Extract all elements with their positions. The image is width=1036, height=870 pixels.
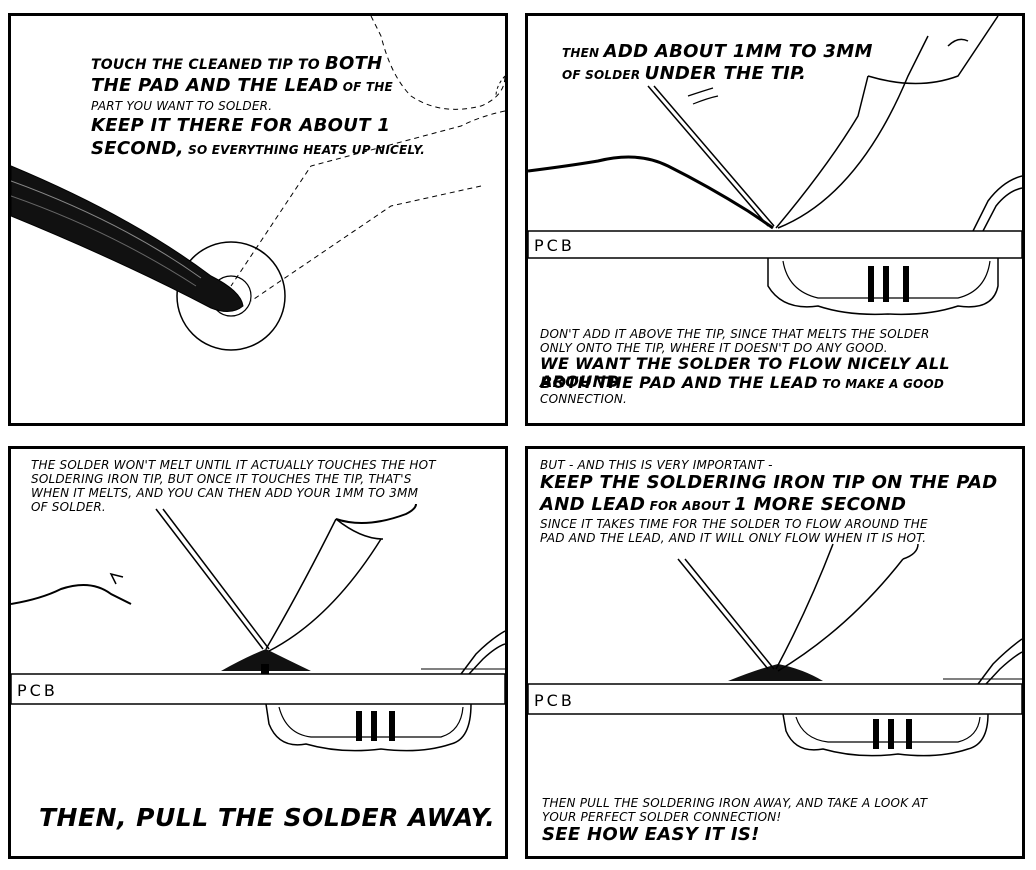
comic-panel-4: But - and this is very important - Keep … [525,446,1025,859]
pcb-label: PCB [534,691,575,710]
comic-panel-3: The solder won't melt until it actually … [8,446,508,859]
comic-panel-1: Touch the cleaned tip to both the pad an… [8,13,508,426]
p4-text-4: since it takes time for the solder to fl… [540,517,928,531]
p3-text-4: of solder. [31,500,106,514]
p1-text-5b: so everything heats up nicely. [183,143,426,157]
p2-body-5: connection. [540,392,628,406]
comic-panel-2: then add about 1mm to 3mm of solder unde… [525,13,1025,426]
p1-text-1a: Touch the cleaned tip to [91,57,325,73]
p4-body-1: Then pull the soldering iron away, and t… [542,796,928,810]
p3-bottom-text: Then, pull the solder away. [39,803,496,832]
p2-body-4b: to make a good [817,377,945,391]
p3-text-1: The solder won't melt until it actually … [31,458,436,472]
pcb-label: PCB [534,236,575,255]
p2-body-1: Don't add it above the tip, since that m… [540,327,930,341]
p1-text-1b: both [324,53,383,74]
p4-body-3: See how easy it is! [542,824,760,845]
p2-text-2a: of solder [562,68,645,82]
p1-text-4: Keep it there for about 1 [91,115,391,136]
p3-text-3: when it melts, and you can then add your… [31,486,419,500]
p4-text-3b: for about [645,499,735,513]
p4-text-3a: and lead [540,494,646,515]
p1-text-3: part you want to solder. [91,99,273,113]
p3-text-2: soldering iron tip, but once it touches … [31,472,412,486]
panel-3-illustration [11,503,505,752]
p2-text-1a: then [562,46,604,60]
pcb-label: PCB [17,681,58,700]
p1-text-2b: of the [338,80,393,94]
p2-body-4a: both the pad and the lead [540,373,818,392]
p2-text-1b: add about 1mm to 3mm [603,41,873,62]
panel-1-illustration [11,16,505,351]
p4-body-2: your perfect solder connection! [542,810,782,824]
p1-text-2a: the pad and the lead [91,75,339,96]
p4-text-5: pad and the lead, and it will only flow … [540,531,927,545]
p4-text-2: Keep the soldering iron tip on the pad [540,472,998,493]
panel-2-illustration [528,16,1022,316]
p2-body-2: only onto the tip, where it doesn't do a… [540,341,888,355]
p2-body-3: We want the solder to flow nicely all ar… [540,354,950,391]
p2-text-2b: under the tip. [644,63,807,84]
p4-text-1: But - and this is very important - [540,458,773,472]
p4-text-3c: 1 more second [734,494,907,515]
p1-text-5a: second, [91,138,184,159]
panel-4-illustration [528,543,1022,757]
